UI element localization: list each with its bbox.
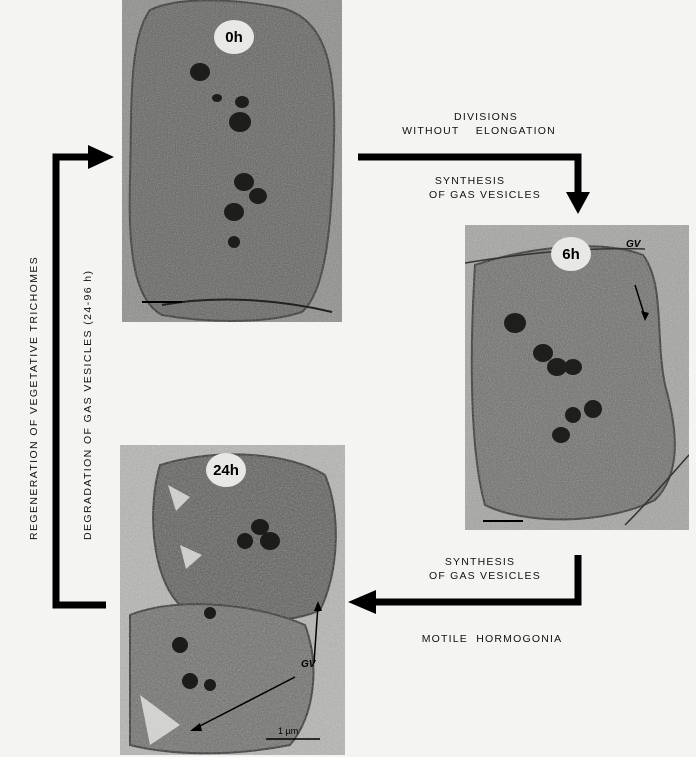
micrograph-0h: 0h: [122, 0, 342, 322]
arrow-left-head: [88, 145, 114, 169]
arrow-left: [56, 157, 106, 605]
caption-divisions: DIVISIONS: [426, 110, 546, 124]
caption-without-elongation: WITHOUT ELONGATION: [374, 124, 584, 138]
cell-image-6h: [465, 225, 689, 530]
caption-degradation: DEGRADATION OF GAS VESICLES (24-96 h): [82, 270, 94, 540]
caption-gas-vesicles-top: OF GAS VESICLES: [400, 188, 570, 202]
micrograph-6h: 6h GV: [465, 225, 689, 530]
caption-motile-hormogonia: MOTILE HORMOGONIA: [392, 632, 592, 646]
cell-image-24h: [120, 445, 345, 755]
gv-label-24h: GV: [301, 659, 315, 670]
time-label-0h: 0h: [214, 20, 254, 54]
arrow-bottom-head: [348, 590, 376, 614]
caption-regeneration: REGENERATION OF VEGETATIVE TRICHOMES: [28, 256, 40, 540]
micrograph-24h: 24h GV 1 µm: [120, 445, 345, 755]
scale-bar-label: 1 µm: [278, 726, 298, 736]
gv-label-6h: GV: [626, 239, 640, 250]
time-label-6h: 6h: [551, 237, 591, 271]
caption-gas-vesicles-bottom: OF GAS VESICLES: [400, 569, 570, 583]
time-label-24h: 24h: [206, 453, 246, 487]
caption-synthesis-top: SYNTHESIS: [410, 174, 530, 188]
caption-synthesis-bottom: SYNTHESIS: [420, 555, 540, 569]
